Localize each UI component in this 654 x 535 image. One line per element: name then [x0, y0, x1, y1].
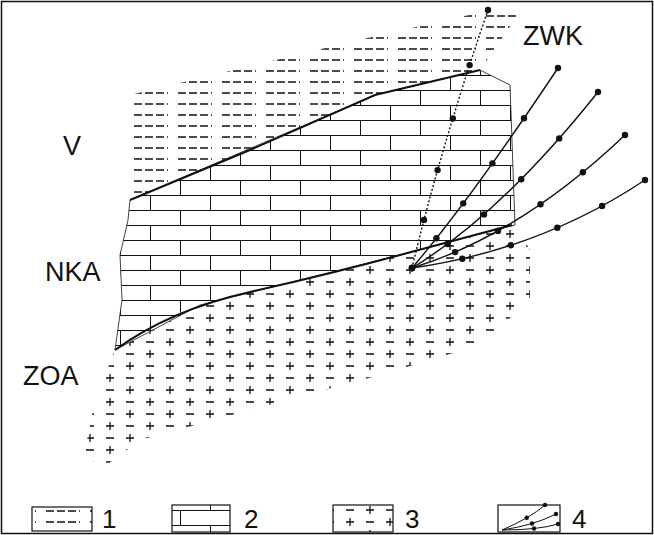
formation-label: ZWK [520, 22, 586, 51]
well-dot [460, 200, 466, 206]
boundary-line [130, 70, 480, 200]
legend-number: 3 [405, 506, 419, 532]
legend-samples [32, 503, 560, 532]
well-dot [599, 203, 605, 209]
well-dot [521, 115, 527, 121]
well-dot [580, 169, 586, 175]
well-dot [409, 265, 415, 271]
well-dot [481, 211, 487, 217]
legend-swatch [498, 505, 560, 532]
well-paths [409, 7, 648, 271]
well-dot [554, 224, 560, 230]
well-dot [434, 167, 440, 173]
well-dot [642, 177, 648, 183]
well-dot [555, 65, 561, 71]
well-dot [452, 249, 458, 255]
legend-well [502, 524, 558, 530]
well-dot [508, 242, 514, 248]
well-path [412, 180, 645, 268]
well-dot [537, 201, 543, 207]
legend-number: 2 [244, 506, 258, 532]
legend-number: 4 [572, 506, 586, 532]
legend-swatch [32, 507, 92, 531]
well-dot [518, 176, 524, 182]
legend-well [502, 514, 556, 530]
well-dot [554, 512, 558, 516]
well-dot [525, 516, 529, 520]
well-path [412, 135, 625, 268]
well-path [412, 10, 488, 268]
well-path [412, 92, 598, 268]
legend-swatch [333, 505, 393, 532]
formation-label: NKA [42, 258, 104, 287]
legend-number: 1 [102, 506, 116, 532]
well-dot [450, 115, 456, 121]
legend-swatch [172, 505, 230, 532]
well-dot [409, 265, 415, 271]
well-dot [409, 265, 415, 271]
well-dot [433, 235, 439, 241]
well-dot [530, 521, 534, 525]
well-dot [459, 256, 465, 262]
well-dot [409, 265, 415, 271]
well-dot [444, 241, 450, 247]
boundary-line [115, 225, 512, 350]
well-dot [495, 228, 501, 234]
well-dot [556, 522, 560, 526]
well-dot [489, 160, 495, 166]
well-dot [543, 503, 547, 507]
well-dot [409, 265, 415, 271]
well-dot [622, 132, 628, 138]
formation-label: V [60, 132, 84, 161]
basement-layer [85, 225, 530, 470]
well-dot [595, 89, 601, 95]
well-dot [556, 135, 562, 141]
well-dot [421, 217, 427, 223]
well-dot [466, 62, 472, 68]
formation-label: ZOA [20, 362, 82, 391]
well-dot [485, 7, 491, 13]
well-dot [532, 526, 536, 530]
